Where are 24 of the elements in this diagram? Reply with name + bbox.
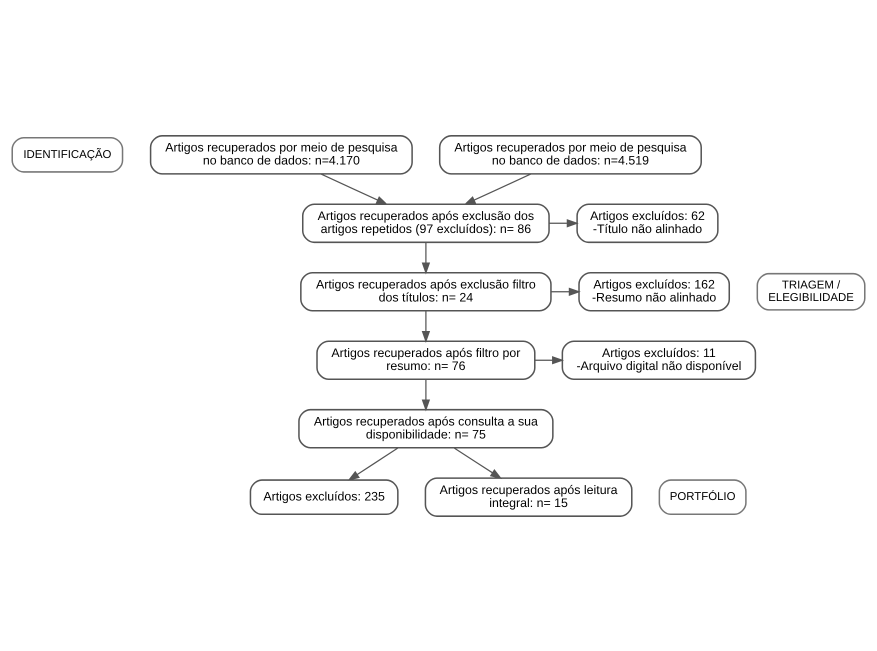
arrow	[320, 172, 388, 204]
arrow	[422, 310, 430, 342]
node-box: Artigos excluídos: 11 -Arquivo digital não disponível	[562, 340, 756, 380]
node-box: Artigos excluídos: 62 -Título não alinhado	[576, 203, 719, 243]
node-box: Artigos recuperados após filtro por resumo: n= 76	[316, 340, 536, 380]
arrow	[422, 242, 430, 274]
arrow	[535, 356, 564, 364]
arrow	[549, 218, 579, 227]
arrow	[422, 378, 430, 411]
node-box: PORTFÓLIO	[658, 478, 747, 515]
node-box: Artigos recuperados por meio de pesquisa no banco de dados: n=4.170	[150, 134, 413, 174]
node-box: IDENTIFICAÇÃO	[11, 136, 124, 172]
node-box: Artigos recuperados após exclusão dos artigos repetidos (97 excluídos): n= 86	[302, 203, 550, 243]
arrow	[454, 446, 502, 479]
node-box: Artigos recuperados após leitura integral: n= 15	[424, 476, 633, 516]
arrow	[551, 287, 581, 296]
node-box: Artigos recuperados por meio de pesquisa no banco de dados: n=4.519	[438, 134, 702, 174]
arrow	[348, 446, 398, 480]
node-box: Artigos excluídos: 162 -Resumo não alinhado	[578, 271, 730, 312]
node-box: Artigos recuperados após consulta a sua disponibilidade: n= 75	[298, 408, 554, 448]
arrow	[464, 172, 532, 204]
node-box: TRIAGEM / ELEGIBILIDADE	[756, 272, 866, 310]
node-box: Artigos excluídos: 235	[250, 478, 399, 515]
node-box: Artigos recuperados após exclusão filtro dos títulos: n= 24	[300, 271, 552, 312]
